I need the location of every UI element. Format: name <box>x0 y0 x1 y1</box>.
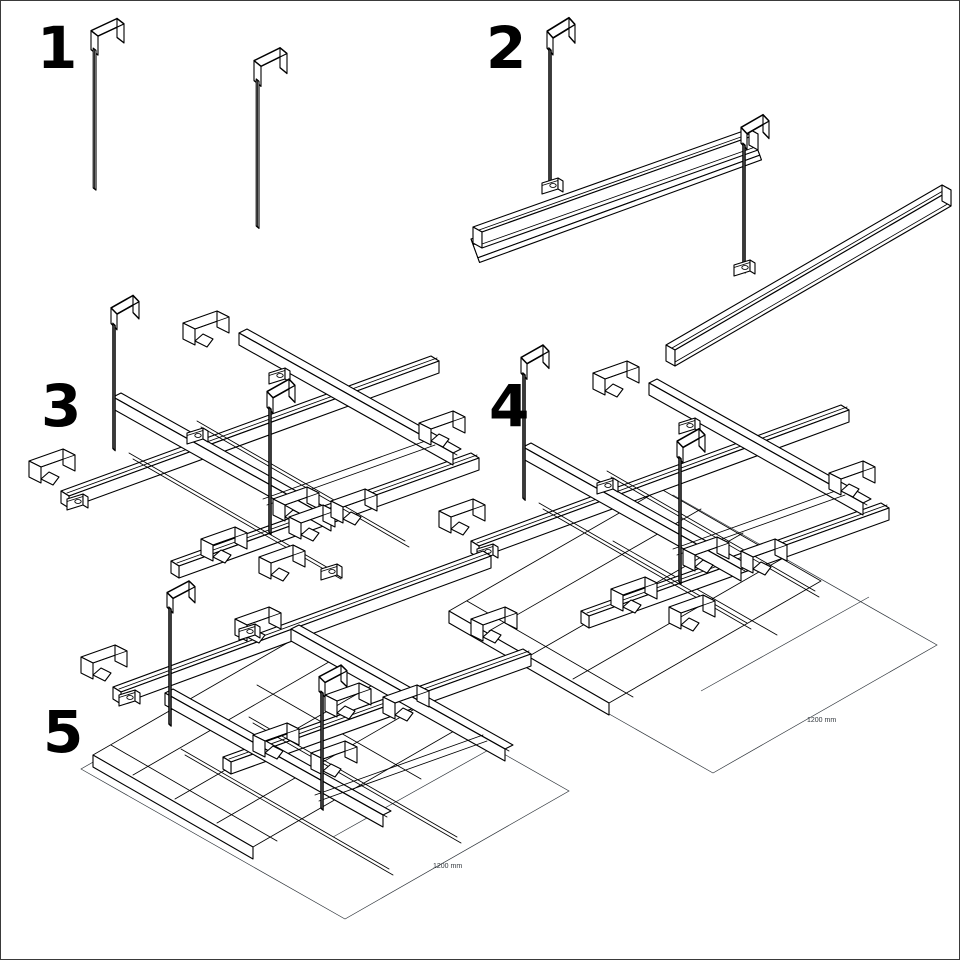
step-4-illustration <box>438 344 938 774</box>
step-number-5: 5 <box>43 698 83 766</box>
dimension-label-step-5: 1200 mm <box>433 863 463 870</box>
step-2-illustration <box>470 16 952 367</box>
step-number-3: 3 <box>41 372 81 440</box>
step-5-illustration <box>80 550 570 920</box>
step-3-illustration <box>28 294 480 582</box>
step-number-4: 4 <box>489 372 529 440</box>
dimension-label-step-4: 1200 mm <box>807 717 837 724</box>
step-number-1: 1 <box>37 14 77 82</box>
step-number-2: 2 <box>486 14 526 82</box>
step-1-illustration <box>90 17 288 229</box>
